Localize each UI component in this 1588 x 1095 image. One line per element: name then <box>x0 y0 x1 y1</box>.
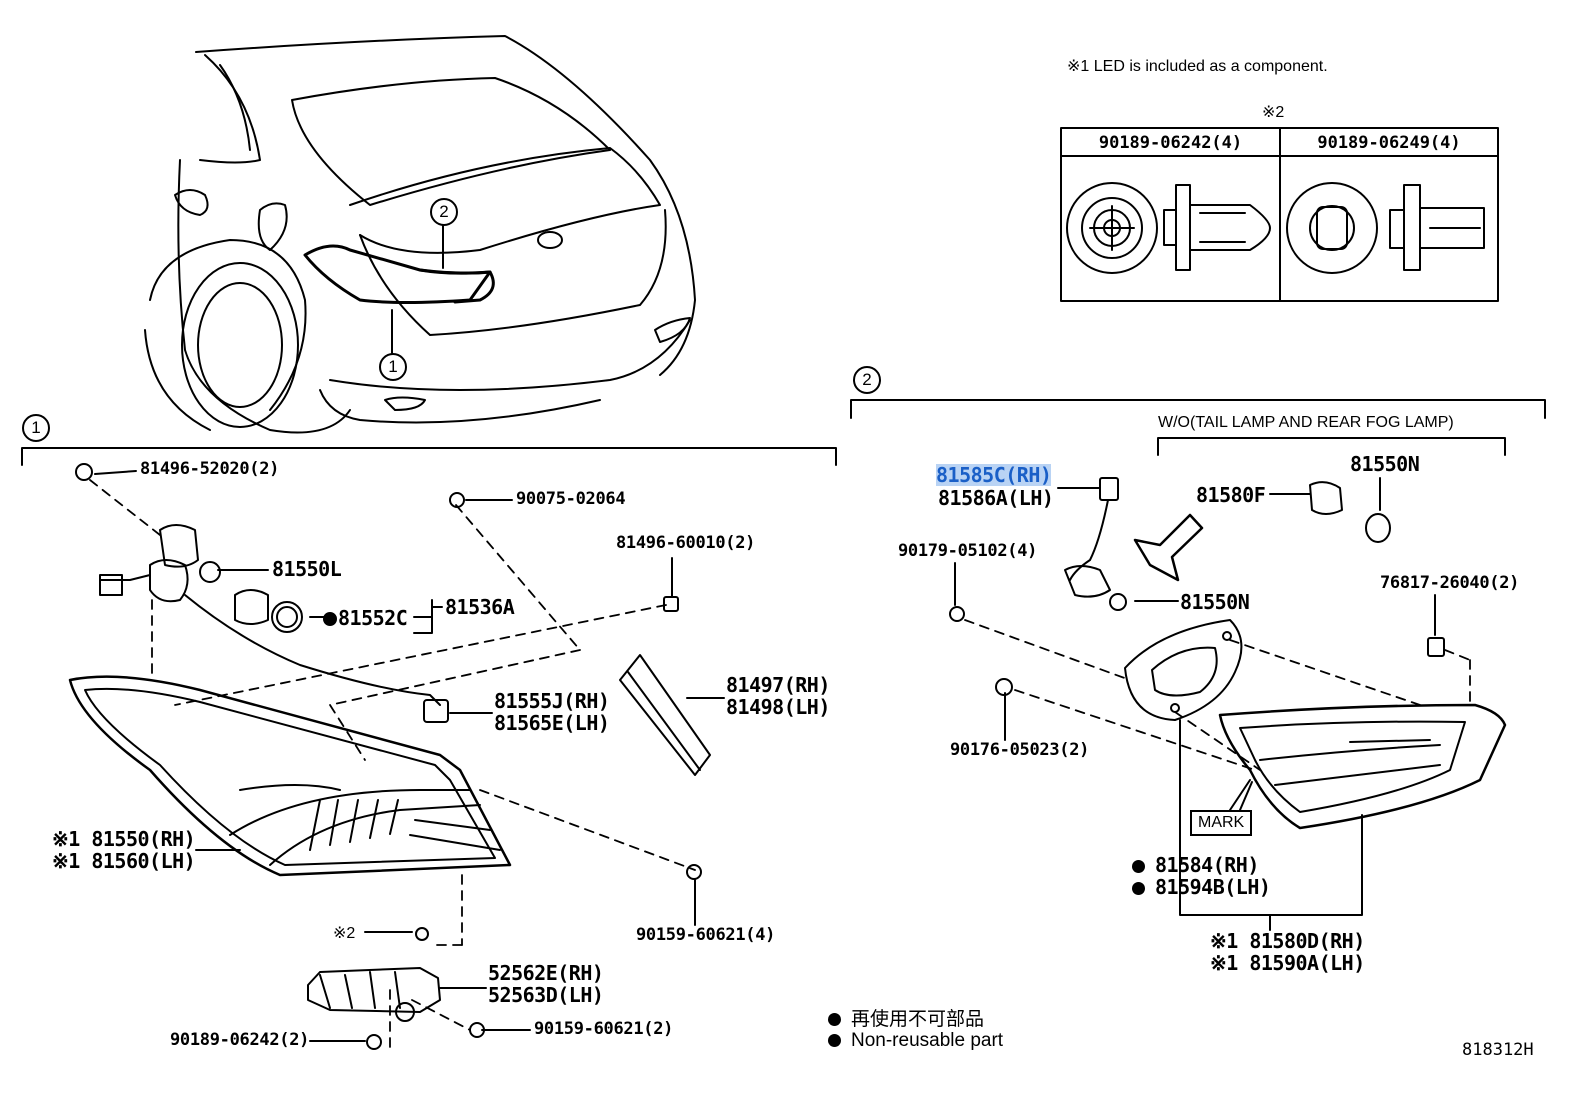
part-81550N-top[interactable]: 81550N <box>1350 452 1420 476</box>
part-81497-rh[interactable]: 81497(RH) <box>726 673 830 697</box>
bulb-table-frame <box>1060 127 1499 302</box>
non-reusable-dot-icon <box>1132 882 1145 895</box>
section2-parts <box>949 477 1507 931</box>
part-81585C-rh[interactable]: 81585C(RH) <box>936 463 1052 487</box>
ref2-mark: ※2 <box>1262 104 1285 121</box>
legend-en: Non-reusable part <box>828 1030 1003 1052</box>
part-90075-02064[interactable]: 90075-02064 <box>516 489 626 509</box>
part-90159-60621-4[interactable]: 90159-60621(4) <box>636 925 776 945</box>
part-52563D-lh[interactable]: 52563D(LH) <box>488 983 604 1007</box>
callout-1-car: 1 <box>379 353 407 381</box>
callout-2-car: 2 <box>430 198 458 226</box>
table-col2-header[interactable]: 90189-06249(4) <box>1317 133 1461 153</box>
car-rear-illustration <box>144 35 696 434</box>
part-81594B-lh[interactable]: 81594B(LH) <box>1132 876 1271 900</box>
part-81584-rh[interactable]: 81584(RH) <box>1132 854 1259 878</box>
part-90176-05023[interactable]: 90176-05023(2) <box>950 740 1090 760</box>
part-90189-06242-2[interactable]: 90189-06242(2) <box>170 1030 310 1050</box>
diagram-id: 818312H <box>1462 1040 1534 1060</box>
part-81586A-lh[interactable]: 81586A(LH) <box>938 486 1054 510</box>
part-81496-52020[interactable]: 81496-52020(2) <box>140 459 280 479</box>
part-81565E-lh[interactable]: 81565E(LH) <box>494 711 610 735</box>
part-90179-05102[interactable]: 90179-05102(4) <box>898 541 1038 561</box>
part-81555J-rh[interactable]: 81555J(RH) <box>494 689 610 713</box>
table-col1-header[interactable]: 90189-06242(4) <box>1098 133 1243 153</box>
legend-jp: 再使用不可部品 <box>828 1004 984 1031</box>
section1-bracket <box>21 447 837 466</box>
part-81550N-bottom[interactable]: 81550N <box>1180 590 1250 614</box>
led-note: ※1 LED is included as a component. <box>1067 58 1328 75</box>
part-81536A[interactable]: 81536A <box>445 595 515 619</box>
part-81560-lh[interactable]: ※1 81560(LH) <box>52 849 196 873</box>
part-52562E-rh[interactable]: 52562E(RH) <box>488 961 604 985</box>
part-81550-rh[interactable]: ※1 81550(RH) <box>52 827 196 851</box>
part-81552C[interactable]: 81552C <box>338 606 408 630</box>
part-76817-26040[interactable]: 76817-26040(2) <box>1380 573 1520 593</box>
non-reusable-dot-icon <box>1132 860 1145 873</box>
group-label-wo-tail-fog: W/O(TAIL LAMP AND REAR FOG LAMP) <box>1158 414 1454 431</box>
part-81496-60010[interactable]: 81496-60010(2) <box>616 533 756 553</box>
non-reusable-dot-icon <box>828 1013 841 1026</box>
section2-bracket <box>850 399 1546 456</box>
part-90159-60621-2[interactable]: 90159-60621(2) <box>534 1019 674 1039</box>
section1-parts <box>68 463 725 1051</box>
part-81498-lh[interactable]: 81498(LH) <box>726 695 830 719</box>
part-81580F[interactable]: 81580F <box>1196 483 1266 507</box>
callout-1-section: 1 <box>22 414 50 442</box>
part-81550L[interactable]: 81550L <box>272 557 342 581</box>
part-81580D-rh[interactable]: ※1 81580D(RH) <box>1210 929 1365 953</box>
ref2-mark-section1: ※2 <box>333 925 356 942</box>
mark-label: MARK <box>1190 810 1253 836</box>
part-81590A-lh[interactable]: ※1 81590A(LH) <box>1210 951 1365 975</box>
callout-2-section: 2 <box>853 366 881 394</box>
non-reusable-dot-icon <box>828 1034 841 1047</box>
